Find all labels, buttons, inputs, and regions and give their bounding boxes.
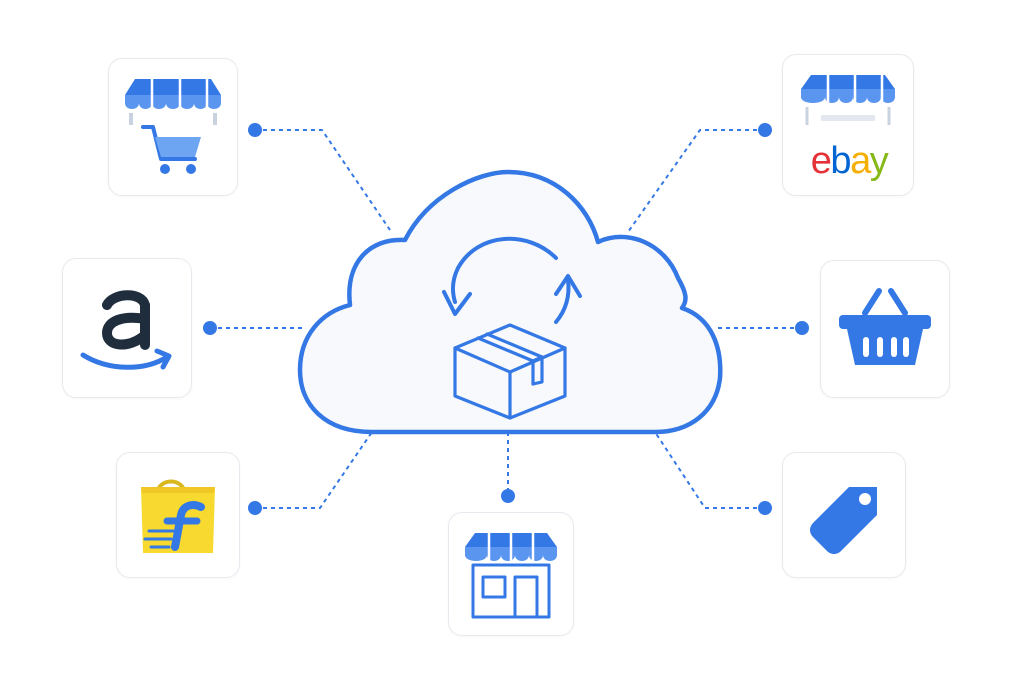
connector-dot-online-store (248, 123, 262, 137)
connector-flipkart (255, 431, 373, 509)
price-tag-icon (810, 487, 877, 554)
ebay-wordmark-b: b (830, 140, 851, 182)
connector-online-store (255, 129, 391, 231)
shopping-basket-icon (839, 288, 931, 365)
connector-dot-flipkart (248, 501, 262, 515)
channel-tile-ebay[interactable]: ebay (782, 54, 914, 196)
ebay-wordmark: ebay (799, 139, 899, 183)
ebay-store-icon (801, 75, 895, 125)
connector-tag (654, 431, 765, 509)
sync-arrows-icon (442, 236, 582, 324)
ebay-wordmark-a: a (850, 140, 871, 182)
channel-tile-amazon[interactable] (62, 258, 192, 398)
amazon-logo-icon (80, 290, 172, 370)
channel-tile-local-store[interactable] (448, 512, 574, 636)
connector-ebay (627, 129, 765, 233)
connector-dot-local-store (501, 489, 515, 503)
storefront-cart-icon (125, 79, 221, 174)
connector-dot-basket (795, 321, 809, 335)
channel-tile-online-store[interactable] (108, 58, 238, 196)
channel-tile-tag[interactable] (782, 452, 906, 578)
flipkart-logo-icon (141, 479, 215, 553)
storefront-icon (465, 533, 557, 619)
connector-dot-ebay (758, 123, 772, 137)
channel-tile-basket[interactable] (820, 260, 950, 398)
channel-tile-flipkart[interactable] (116, 452, 240, 578)
package-box-icon (453, 323, 567, 420)
connector-dot-tag (758, 501, 772, 515)
cloud-icon (297, 169, 723, 435)
ebay-wordmark-y: y (869, 140, 889, 182)
ebay-wordmark-e: e (810, 140, 832, 182)
connector-dot-amazon (203, 321, 217, 335)
